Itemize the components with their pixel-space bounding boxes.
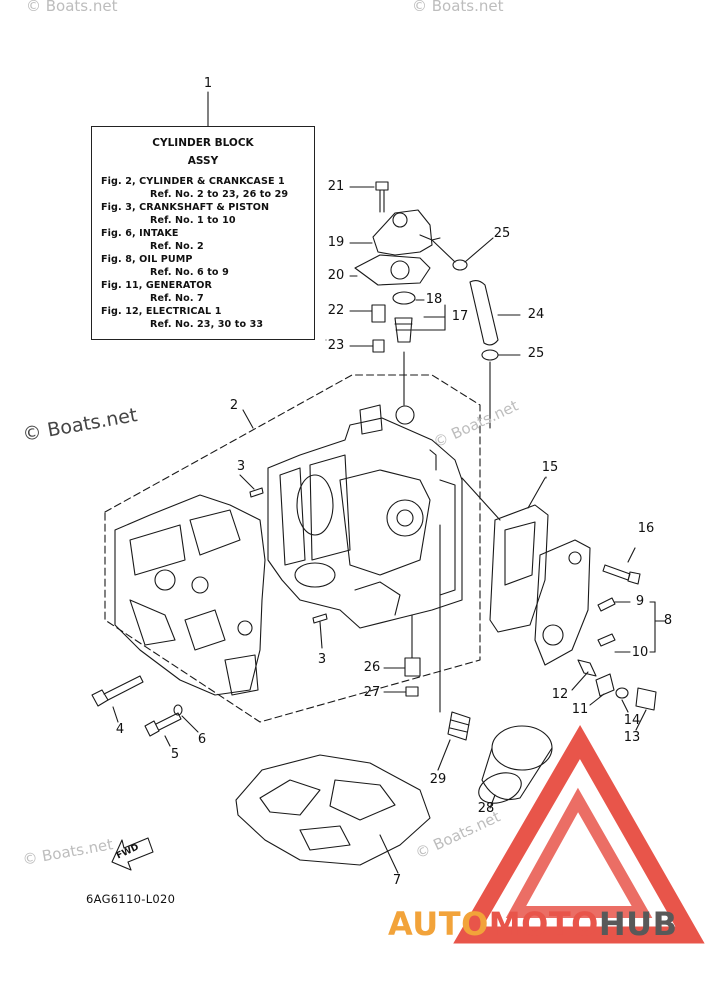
plug-13 bbox=[635, 687, 657, 711]
callout-17: 17 bbox=[451, 309, 469, 324]
automotohub-logo-mark bbox=[453, 724, 705, 944]
bolt-16 bbox=[602, 564, 641, 585]
legend-line: Ref. No. 2 to 23, 26 to 29 bbox=[150, 189, 289, 200]
dowel-pin-top bbox=[249, 487, 264, 498]
o-ring-14 bbox=[615, 687, 629, 699]
clamp-upper bbox=[452, 259, 468, 271]
callout-21: 21 bbox=[327, 179, 345, 194]
fwd-arrow bbox=[111, 837, 154, 871]
legend-line: Fig. 2, CYLINDER & CRANKCASE 1 bbox=[101, 176, 285, 187]
watermark-top-right: © Boats.net bbox=[412, 0, 504, 15]
legend-line: Ref. No. 7 bbox=[150, 293, 204, 304]
callout-19: 19 bbox=[327, 235, 345, 250]
bolt-12 bbox=[577, 659, 597, 677]
legend-line: Fig. 11, GENERATOR bbox=[101, 280, 212, 291]
pin-9 bbox=[597, 597, 616, 612]
thermostat-gasket bbox=[354, 254, 431, 286]
brand-part-moto: MOTO bbox=[488, 905, 599, 943]
callout-26: 26 bbox=[363, 660, 381, 675]
callout-20: 20 bbox=[327, 268, 345, 283]
legend-title-1: CYLINDER BLOCK bbox=[152, 137, 254, 149]
cylinder-block bbox=[267, 404, 463, 629]
bolt-5 bbox=[144, 712, 182, 737]
callout-9: 9 bbox=[635, 594, 645, 609]
watermark-top-left: © Boats.net bbox=[26, 0, 118, 15]
callout-1: 1 bbox=[203, 76, 213, 91]
callout-3-bottom: 3 bbox=[317, 652, 327, 667]
callout-13: 13 bbox=[623, 730, 641, 745]
callout-5: 5 bbox=[170, 747, 180, 762]
callout-12: 12 bbox=[551, 687, 569, 702]
callout-27: 27 bbox=[363, 685, 381, 700]
callout-4: 4 bbox=[115, 722, 125, 737]
callout-14: 14 bbox=[623, 713, 641, 728]
brand-wordmark: AUTOMOTOHUB bbox=[388, 905, 678, 943]
legend-title-2: ASSY bbox=[187, 155, 219, 167]
brand-part-auto: AUTO bbox=[388, 905, 489, 943]
legend-line: Fig. 12, ELECTRICAL 1 bbox=[101, 306, 222, 317]
bolt-4 bbox=[91, 675, 144, 707]
legend-line: Fig. 6, INTAKE bbox=[101, 228, 179, 239]
legend-line: Ref. No. 1 to 10 bbox=[150, 215, 236, 226]
legend-line: Fig. 3, CRANKSHAFT & PISTON bbox=[101, 202, 270, 213]
legend-line: Ref. No. 2 bbox=[150, 241, 204, 252]
clamp-lower bbox=[481, 349, 499, 361]
callout-3-top: 3 bbox=[236, 459, 246, 474]
callout-24: 24 bbox=[527, 307, 545, 322]
hose bbox=[469, 279, 499, 346]
bolt-27 bbox=[405, 686, 419, 697]
dowel-pin-bottom bbox=[312, 613, 328, 624]
washer-6 bbox=[173, 704, 183, 716]
pump-cover bbox=[534, 539, 591, 666]
callout-16: 16 bbox=[637, 521, 655, 536]
callout-25-lower: 25 bbox=[527, 346, 545, 361]
callout-7: 7 bbox=[392, 873, 402, 888]
callout-25-upper: 25 bbox=[493, 226, 511, 241]
oil-filter bbox=[478, 725, 553, 804]
callout-2: 2 bbox=[229, 398, 239, 413]
legend-line: Ref. No. 6 to 9 bbox=[150, 267, 229, 278]
callout-22: 22 bbox=[327, 303, 345, 318]
callout-11: 11 bbox=[571, 702, 589, 717]
callout-29: 29 bbox=[429, 772, 447, 787]
callout-23: 23 bbox=[327, 338, 345, 353]
callout-6: 6 bbox=[197, 732, 207, 747]
union-bolt bbox=[447, 711, 471, 741]
bolt-23 bbox=[372, 339, 385, 353]
callout-10: 10 bbox=[631, 645, 649, 660]
crankcase bbox=[114, 494, 266, 696]
pin-10 bbox=[597, 633, 616, 647]
collar-26 bbox=[404, 657, 421, 677]
collar bbox=[371, 304, 386, 323]
brand-part-hub: HUB bbox=[598, 905, 678, 943]
callout-18: 18 bbox=[425, 292, 443, 307]
grommet bbox=[392, 291, 416, 305]
callout-8: 8 bbox=[663, 613, 673, 628]
oil-pan-gasket bbox=[235, 754, 431, 866]
thermostat bbox=[394, 317, 413, 343]
thermostat-cover bbox=[372, 209, 441, 256]
legend-line: Ref. No. 23, 30 to 33 bbox=[150, 319, 264, 330]
diagram-code: 6AG6110-L020 bbox=[86, 892, 176, 906]
callout-15: 15 bbox=[541, 460, 559, 475]
legend-box: CYLINDER BLOCK ASSY Fig. 2, CYLINDER & C… bbox=[91, 126, 315, 340]
callout-28: 28 bbox=[477, 801, 495, 816]
spacer-11 bbox=[595, 673, 615, 697]
assembly-envelope bbox=[104, 374, 481, 723]
legend-line: Fig. 8, OIL PUMP bbox=[101, 254, 193, 265]
cover-bolt bbox=[375, 181, 389, 213]
